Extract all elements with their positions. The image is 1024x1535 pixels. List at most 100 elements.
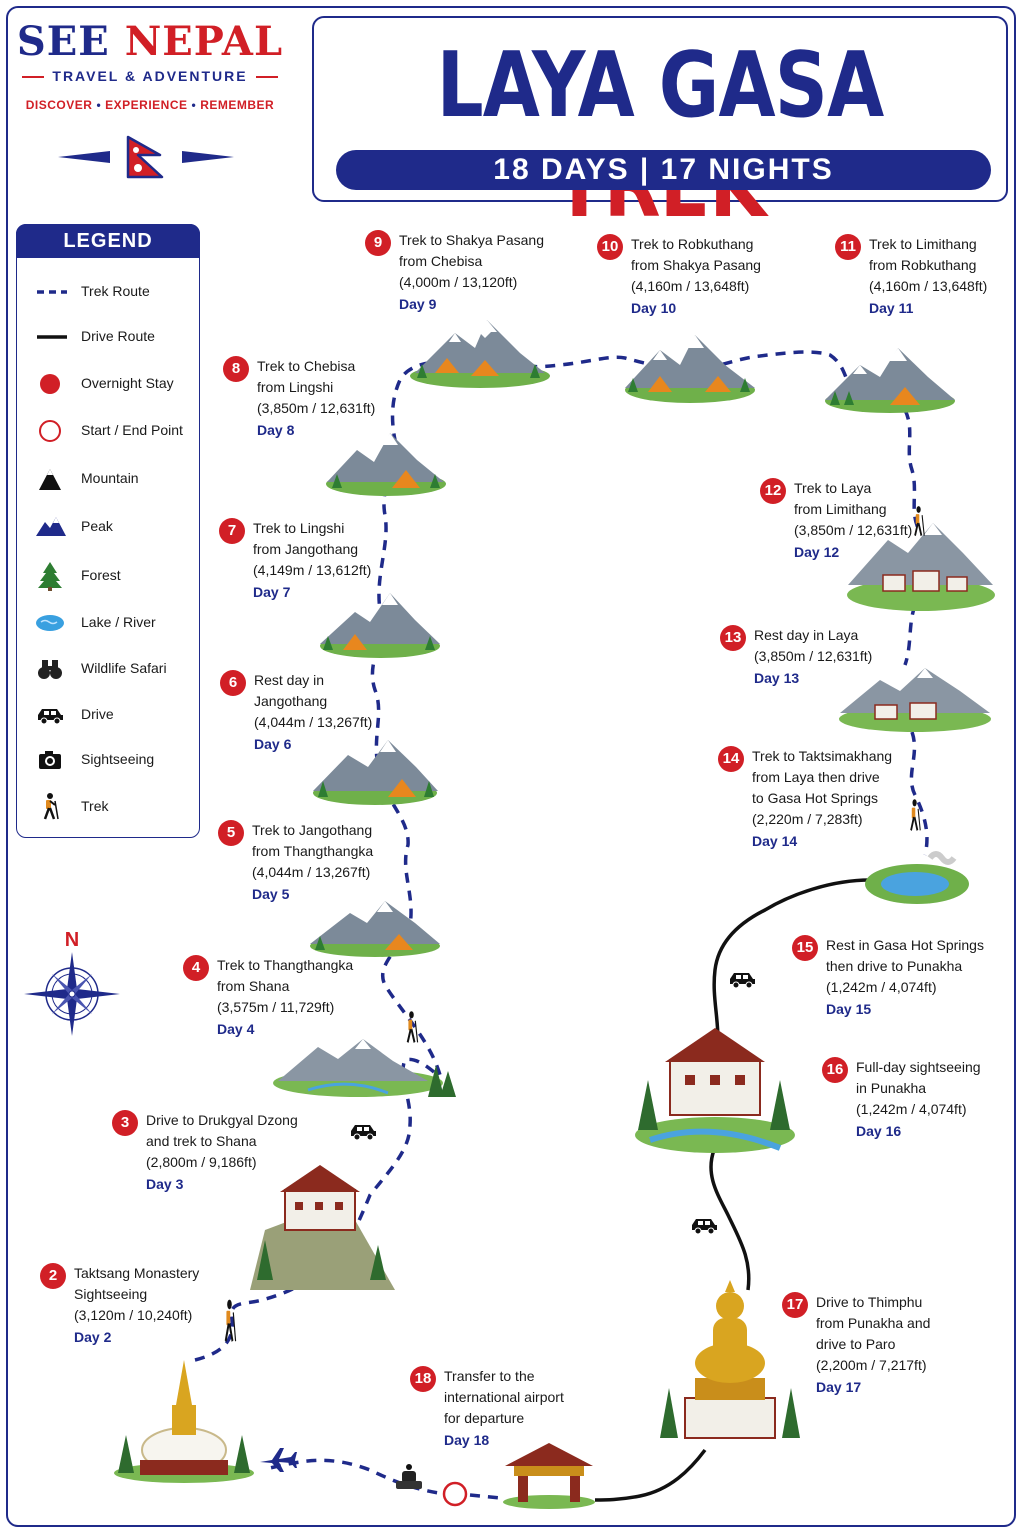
camp-scene-day9 [410,320,550,388]
compass-rose-icon: N [24,929,120,1036]
stop-description-line: Taktsang Monastery [74,1265,200,1281]
legend-label: Overnight Stay [81,375,174,391]
day-number-badge: 14 [718,746,744,772]
day-number-badge: 15 [792,935,818,961]
paro-gate-scene [503,1443,595,1509]
red-dot-icon [40,374,60,394]
dashed-line-icon [37,290,67,294]
brand-logo: SEE NEPAL TRAVEL & ADVENTURE DISCOVER•EX… [14,18,286,112]
drive-route-path [712,878,871,1041]
trek-route-path [903,409,920,529]
lake-icon [36,615,64,631]
camp-scene-day7 [320,593,440,658]
legend-item-start-end: Start / End Point [17,416,201,446]
stop-description-line: (4,160m / 13,648ft) [631,278,750,294]
stop-description-line: drive to Paro [816,1336,896,1352]
hiker-icon [406,1011,419,1043]
title-laya-gasa: LAYA GASA [436,33,885,138]
stop-description-line: Trek to Jangothang [252,822,373,838]
brand-tagline: DISCOVER•EXPERIENCE•REMEMBER [25,98,275,112]
stop-description-line: (4,149m / 13,612ft) [253,562,372,578]
stop-day-label: Day 5 [252,886,290,902]
legend-label: Mountain [81,470,139,486]
day-number-badge: 6 [220,670,246,696]
peak-icon [36,517,66,536]
stop-day-label: Day 6 [254,736,292,752]
trek-route-path [909,731,929,856]
stop-description-line: (3,850m / 12,631ft) [794,522,913,538]
car-icon [692,1219,717,1235]
stop-day-label: Day 2 [74,1329,112,1345]
camp-scene-day8 [326,433,446,496]
legend-item-trek: Trek [17,792,201,822]
stop-description-line: from Robkuthang [869,257,977,273]
stop-description-line: from Thangthangka [252,843,374,859]
stop-description-line: (2,800m / 9,186ft) [146,1154,257,1170]
legend-label: Forest [81,567,121,583]
stop-description-line: (2,200m / 7,217ft) [816,1357,927,1373]
stupa-scene-day2 [114,1360,254,1483]
legend-item-drive: Drive [17,700,201,730]
stop-description-line: (4,000m / 13,120ft) [399,274,518,290]
stop-description-line: (3,850m / 12,631ft) [754,648,873,664]
day-number-badge: 10 [597,234,623,260]
stop-description-line: from Shana [217,978,290,994]
day-number-badge: 12 [760,478,786,504]
legend-item-lake: Lake / River [17,608,201,638]
stop-description-line: Rest in Gasa Hot Springs [826,937,984,953]
buddha-statue-scene [660,1280,800,1439]
brand-subtitle: TRAVEL & ADVENTURE [14,68,286,84]
camp-scene-day10 [625,335,755,403]
title-panel: LAYA GASA TREK 18 DAYS | 17 NIGHTS [312,16,1008,236]
legend-panel: LEGEND Trek Route Drive Route Overnight … [16,224,200,838]
stop-day-12: 12 Trek to Laya from Limithang (3,850m / 12… [760,478,960,563]
stop-description-line: Rest day in Laya [754,627,859,643]
legend-item-overnight: Overnight Stay [17,369,201,399]
stop-description-line: Trek to Laya [794,480,872,496]
legend-item-mountain: Mountain [17,464,201,494]
stop-description-line: from Punakha and [816,1315,931,1331]
stop-description-line: for departure [444,1410,525,1426]
stop-description-line: Trek to Thangthangka [217,957,354,973]
car-icon [38,709,63,725]
legend-label: Peak [81,518,113,534]
legend-label: Lake / River [81,614,156,630]
stop-description-line: from Jangothang [253,541,359,557]
stop-description-line: Trek to Chebisa [257,358,356,374]
day-number-badge: 2 [40,1263,66,1289]
stop-description-line: (4,044m / 13,267ft) [252,864,371,880]
stop-description-line: (2,220m / 7,283ft) [752,811,863,827]
dzong-scene-day3 [250,1165,395,1290]
camera-icon [39,751,61,769]
legend-label: Trek Route [81,283,150,299]
stop-description-line: (4,160m / 13,648ft) [869,278,988,294]
hot-spring-scene-day14 [865,851,969,904]
red-ring-icon [39,420,61,442]
stop-description-line: Trek to Shakya Pasang [399,232,545,248]
stop-day-label: Day 16 [856,1123,902,1139]
legend-item-wildlife: Wildlife Safari [17,654,201,684]
legend-item-peak: Peak [17,512,201,542]
brand-name-nepal: NEPAL [124,18,284,65]
day-number-badge: 11 [835,234,861,260]
stop-description-line: Rest day in [254,672,325,688]
stop-day-label: Day 12 [794,544,840,560]
stop-description-line: Transfer to the [444,1368,535,1384]
brand-name: SEE NEPAL [14,18,286,66]
legend-heading: LEGEND [16,224,200,258]
stop-description-line: Jangothang [254,693,328,709]
legend-label: Sightseeing [81,751,155,767]
stop-description-line: and trek to Shana [146,1133,257,1149]
tagline-remember: REMEMBER [200,98,275,112]
stop-description-line: Drive to Thimphu [816,1294,923,1310]
stop-description-line: from Limithang [794,501,887,517]
stop-day-label: Day 8 [257,422,295,438]
